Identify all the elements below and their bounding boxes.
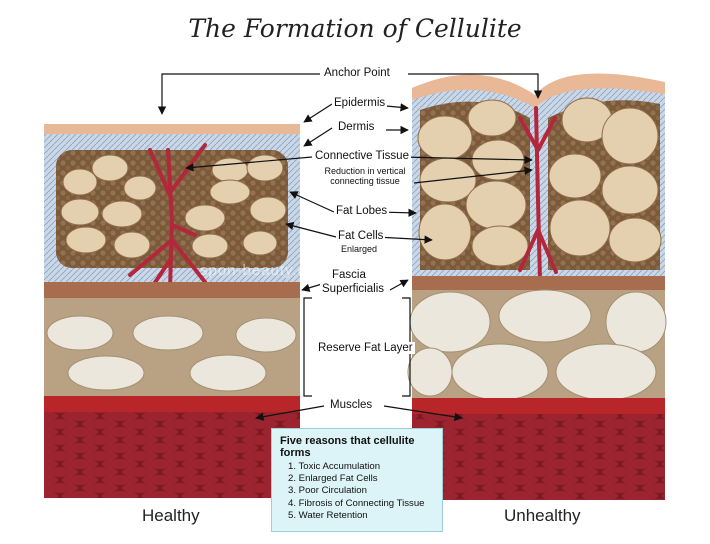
label-enlarged: Enlarged (340, 244, 378, 254)
anchor-arrow-left (157, 73, 320, 115)
unhealthy-muscle-top (412, 398, 665, 416)
epidermis-arrow-left (303, 103, 333, 123)
fascia-arrow-left (301, 283, 323, 292)
healthy-muscle-top (44, 396, 300, 414)
fat-lobes-arrow-left (289, 191, 335, 213)
connective-arrow-left (185, 156, 313, 172)
caption-healthy: Healthy (142, 506, 200, 525)
reason-item: 1. Toxic Accumulation (288, 461, 381, 472)
reason-item: 3. Poor Circulation (288, 485, 367, 497)
diagram-title: The Formation of Cellulite (188, 14, 522, 43)
watermark: spon-beauty.en.alibaba.com (200, 262, 414, 279)
healthy-fat-cells (60, 154, 287, 259)
label-reserve-fat-layer: Reserve Fat Layer (316, 342, 415, 354)
healthy-fascia (44, 282, 300, 300)
epidermis-arrow-right (385, 103, 409, 112)
anchor-arrow-right (408, 73, 543, 99)
reason-item: 5. Water Retention (288, 509, 368, 521)
label-epidermis: Epidermis (332, 97, 388, 109)
label-fat-lobes: Fat Lobes (334, 205, 390, 217)
label-reduction-line1: Reduction in vertical (324, 166, 406, 176)
reasons-heading: Five reasons that cellulite forms (280, 435, 415, 459)
reserve-bracket-left (303, 297, 312, 397)
unhealthy-fat-cells (417, 97, 662, 267)
reasons-list: 1. Toxic Accumulation 2. Enlarged Fat Ce… (272, 461, 442, 522)
label-dermis: Dermis (336, 121, 377, 133)
healthy-tissue-block (44, 124, 300, 498)
connective-arrow-right (401, 155, 533, 165)
unhealthy-reserve-cells (407, 289, 667, 401)
healthy-epidermis (44, 124, 300, 136)
dermis-arrow-left (303, 127, 333, 147)
reason-item: 4. Fibrosis of Connecting Tissue (288, 497, 425, 509)
healthy-muscles (44, 412, 300, 498)
healthy-reserve-cells (46, 315, 297, 392)
reduction-arrow (413, 166, 533, 184)
label-reduction: Reduction in vertical connecting tissue (316, 166, 414, 186)
unhealthy-muscles (412, 414, 665, 500)
label-reduction-line2: connecting tissue (330, 176, 400, 186)
reason-item: 2. Enlarged Fat Cells (288, 473, 378, 485)
label-fascia: Fascia (330, 269, 368, 281)
reasons-box: Five reasons that cellulite forms 1. Tox… (271, 428, 443, 532)
muscles-arrow-right (383, 405, 463, 422)
unhealthy-connective-tissue (518, 106, 558, 282)
label-connective-tissue: Connective Tissue (313, 150, 411, 162)
label-muscles: Muscles (328, 399, 375, 411)
fascia-arrow-right (389, 279, 409, 291)
label-superficialis: Superficialis (320, 283, 386, 295)
muscles-arrow-left (255, 405, 325, 421)
caption-unhealthy: Unhealthy (504, 506, 581, 525)
fat-cells-arrow-left (285, 221, 337, 238)
unhealthy-fascia (412, 276, 665, 292)
unhealthy-tissue-block (407, 73, 667, 500)
label-anchor-point: Anchor Point (322, 67, 392, 79)
label-fat-cells: Fat Cells (336, 230, 386, 242)
